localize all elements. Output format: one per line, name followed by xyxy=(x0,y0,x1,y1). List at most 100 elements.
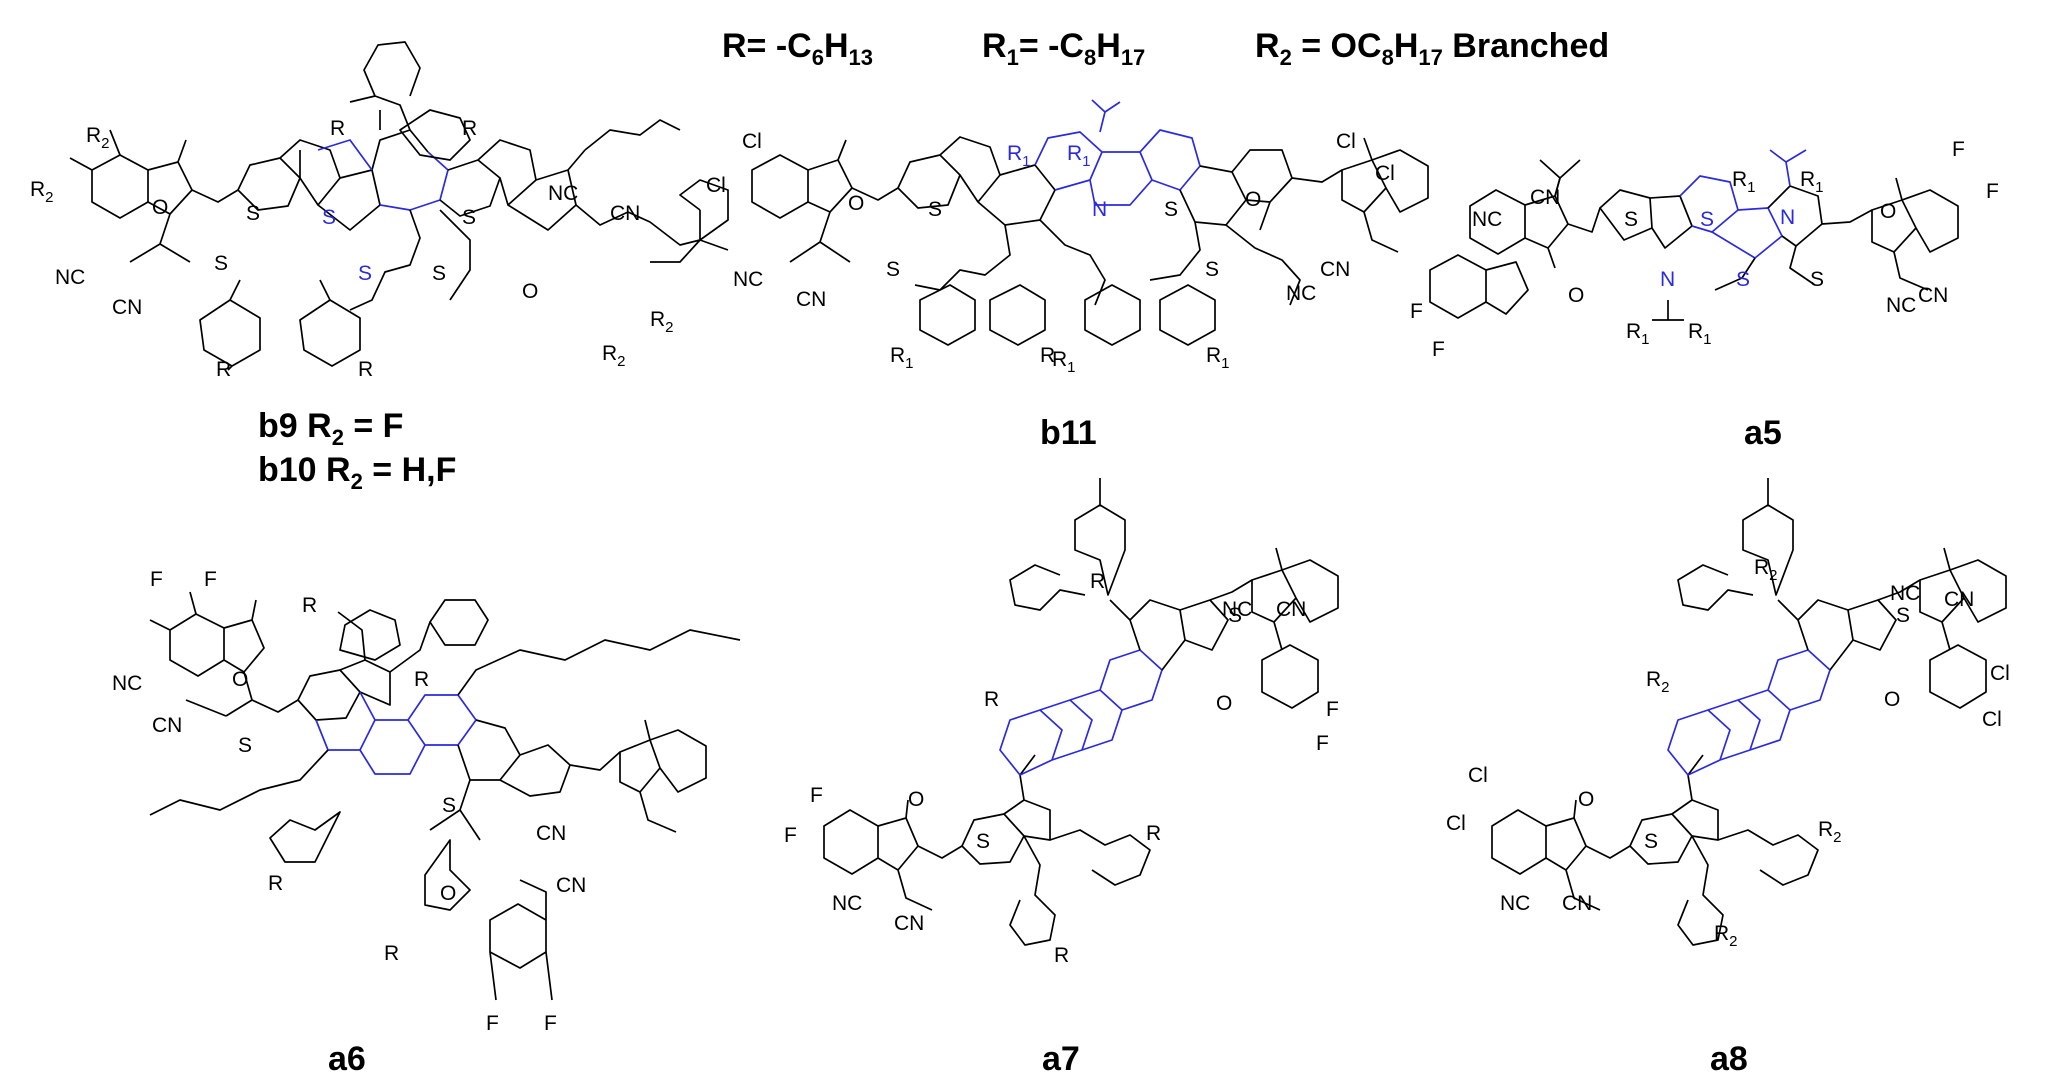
a7-cn-right: CN xyxy=(1276,598,1306,621)
a7-nc-right: NC xyxy=(1222,598,1252,621)
b11-cn-right: CN xyxy=(1320,258,1350,281)
b9-nc-right: NC xyxy=(548,182,578,205)
b9-o-right: O xyxy=(522,280,538,303)
b11-r1-left: R1 xyxy=(1007,142,1031,170)
caption-a5: a5 xyxy=(1744,414,1782,452)
a8-r2-left: R2 xyxy=(1646,668,1670,696)
a5-r1-top-right: R1 xyxy=(1800,168,1824,196)
a8-r2-right: R2 xyxy=(1818,818,1842,846)
caption-a6: a6 xyxy=(328,1040,366,1078)
a5-f-4: F xyxy=(1986,180,1999,203)
b11-cn-left: CN xyxy=(796,288,826,311)
a6-o-left: O xyxy=(232,668,248,691)
a8-o-left: O xyxy=(1578,788,1594,811)
b9-r2-label-right-2: R2 xyxy=(602,342,626,370)
a5-nc-right: NC xyxy=(1886,294,1916,317)
a7-f-3: F xyxy=(1326,698,1339,721)
b9-s-blue-1: S xyxy=(322,206,336,229)
a7-f-4: F xyxy=(1316,732,1329,755)
a5-n-right: N xyxy=(1780,206,1795,229)
a6-cn-right-2: CN xyxy=(556,874,586,897)
a5-f-3: F xyxy=(1952,138,1965,161)
b11-s-1: S xyxy=(928,198,942,221)
a7-f-2: F xyxy=(784,824,797,847)
b11-r-bottom: R xyxy=(1040,344,1055,367)
b11-r1-bottom-3: R1 xyxy=(1206,344,1230,372)
molecule-a5: NC CN O F F S S N S N S R1 R1 R1 R1 O F … xyxy=(1410,138,1999,361)
a5-cn-right: CN xyxy=(1918,284,1948,307)
caption-b10: b10 R2 = H,F xyxy=(258,451,456,494)
a5-s-2: S xyxy=(1810,268,1824,291)
b11-cl-right-1: Cl xyxy=(1336,130,1356,153)
b11-nc-right: NC xyxy=(1286,282,1316,305)
a8-cn-right: CN xyxy=(1944,588,1974,611)
a8-cl-3: Cl xyxy=(1990,662,2010,685)
a6-r-bottom-2: R xyxy=(384,942,399,965)
caption-a7: a7 xyxy=(1042,1040,1080,1078)
a6-r-top-2: R xyxy=(414,668,429,691)
b9-s-3: S xyxy=(462,206,476,229)
b9-s-1: S xyxy=(246,202,260,225)
a8-r2-top: R2 xyxy=(1754,556,1778,584)
a5-f-2: F xyxy=(1432,338,1445,361)
a6-r-top-1: R xyxy=(302,594,317,617)
b9-s-4: S xyxy=(432,262,446,285)
molecule-a6: F F O NC CN R R S S R R O CN CN F F xyxy=(112,568,741,1035)
b11-s-2: S xyxy=(886,258,900,281)
b11-cl-top: Cl xyxy=(742,130,762,153)
r2-definition: R2 = OC8H17 Branched xyxy=(1255,27,1609,70)
a8-r2-bottom: R2 xyxy=(1714,922,1738,950)
b9-o-left: O xyxy=(152,196,168,219)
a6-o-right: O xyxy=(440,882,456,905)
b9-cn-right: CN xyxy=(610,202,640,225)
b11-cl-right-2: Cl xyxy=(1375,162,1395,185)
a6-f-3: F xyxy=(486,1012,499,1035)
a6-f-2: F xyxy=(204,568,217,591)
b9-nc-left: NC xyxy=(55,266,85,289)
a6-s-2: S xyxy=(442,794,456,817)
a5-o-right: O xyxy=(1880,200,1896,223)
b9-s-blue-2: S xyxy=(358,262,372,285)
a8-cl-1: Cl xyxy=(1468,764,1488,787)
a7-r-bottom: R xyxy=(1054,944,1069,967)
a6-f-4: F xyxy=(544,1012,557,1035)
b11-r1-right: R1 xyxy=(1067,142,1091,170)
r1-definition: R1= -C8H17 xyxy=(982,27,1145,70)
a5-s-blue-1: S xyxy=(1700,208,1714,231)
caption-b9: b9 R2 = F xyxy=(258,407,403,450)
a5-r1-top-left: R1 xyxy=(1732,168,1756,196)
molecule-b9-b10: R2 R2 O NC CN S S S S S S R R R R NC CN … xyxy=(30,41,729,381)
a8-s-1: S xyxy=(1644,830,1658,853)
a8-cl-4: Cl xyxy=(1982,708,2002,731)
b9-r2-label-left: R2 xyxy=(30,178,54,206)
a5-cn-left: CN xyxy=(1530,186,1560,209)
b11-s-4: S xyxy=(1205,258,1219,281)
b9-r-bottom-2: R xyxy=(358,358,373,381)
caption-b11: b11 xyxy=(1040,414,1097,452)
molecule-a8: Cl Cl O NC CN S S R2 R2 R2 R2 O NC CN Cl… xyxy=(1446,478,2010,950)
a7-s-2: S xyxy=(1228,604,1242,627)
a7-nc-left: NC xyxy=(832,892,862,915)
a8-cn-left: CN xyxy=(1562,892,1592,915)
b11-s-3: S xyxy=(1164,198,1178,221)
b11-cl-left: Cl xyxy=(706,174,726,197)
a7-r-top: R xyxy=(1090,570,1105,593)
a5-s-blue-2: S xyxy=(1736,268,1750,291)
a7-f-1: F xyxy=(810,784,823,807)
molecule-a7: F F O NC CN S S R R R R O NC CN F F xyxy=(784,478,1339,967)
a5-r1-bottom-right: R1 xyxy=(1688,320,1712,348)
b9-cn-left: CN xyxy=(112,296,142,319)
a7-cn-left: CN xyxy=(894,912,924,935)
a5-r1-bottom-left: R1 xyxy=(1626,320,1650,348)
b9-r2-label-top: R2 xyxy=(86,124,110,152)
b9-r2-label-right-1: R2 xyxy=(650,308,674,336)
b9-r-top-2: R xyxy=(462,117,477,140)
a6-cn-right-1: CN xyxy=(536,822,566,845)
molecule-b11: Cl Cl O NC CN S S N R1 R1 S S O Cl Cl CN… xyxy=(706,99,1429,376)
b11-o-right: O xyxy=(1245,188,1261,211)
b9-s-2: S xyxy=(214,252,228,275)
a5-nc-left: NC xyxy=(1472,208,1502,231)
a8-cl-2: Cl xyxy=(1446,812,1466,835)
b11-n: N xyxy=(1092,198,1107,221)
